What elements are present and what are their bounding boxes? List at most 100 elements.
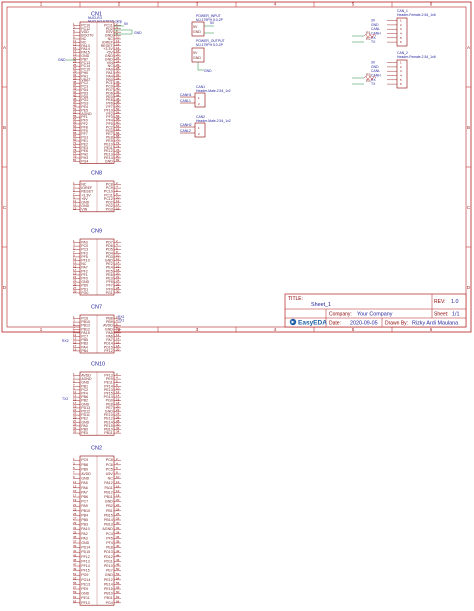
cn1-pin-right: IOREF <box>102 40 114 44</box>
cn1-pin-left: PC2 <box>81 81 88 85</box>
cn1-pin-right: PF2 <box>106 112 113 116</box>
cn2-pin-number: 39 <box>73 544 77 548</box>
cn1-pin-number: 55 <box>73 114 77 118</box>
cn8-pin-left: RESET <box>81 190 94 194</box>
can1-r1-label: R1 <box>366 31 371 35</box>
cn9-pin-number: 13 <box>73 261 77 265</box>
cn1-pin-left: NC <box>81 37 87 41</box>
cn1-pin-number: 21 <box>73 56 77 60</box>
cn9-pin-left: PD1 <box>81 287 88 291</box>
can2_mod-pin-label: 3V <box>371 61 376 65</box>
cn1-pin-right: PA4 <box>106 74 113 78</box>
cn2-pin-number: 6 <box>116 466 118 470</box>
cn9-pin-number: 28 <box>116 286 120 290</box>
cn2-pin-right: PC5 <box>106 467 113 471</box>
cn8-pin-number: 5 <box>73 188 75 192</box>
can1-module-part: Header-Female-2.54_1x6 <box>397 13 436 17</box>
cn9-ref: CN9 <box>91 229 102 235</box>
cn1-pin-number: 24 <box>116 59 120 63</box>
cn1-pin-left: PE4 <box>81 105 88 109</box>
cn1-pin-number: 44 <box>116 93 120 97</box>
can2_mod-pin-number: 5 <box>400 78 402 82</box>
can2_mod-pin-number: 3 <box>400 69 402 73</box>
can2-header-canh: CANH2 <box>180 123 192 127</box>
can1_mod-pin-number: 1 <box>400 19 402 23</box>
power-output-net: GND <box>204 69 212 73</box>
cn1-pin-number: 68 <box>116 134 120 138</box>
cn2-pin-right: PE12 <box>104 578 113 582</box>
cn7-pin-right: PB8 <box>106 317 113 321</box>
cn9-pin-number: 2 <box>116 239 118 243</box>
cn9-pin-left: PF10 <box>81 259 90 263</box>
cn2-pin-number: 7 <box>73 471 75 475</box>
cn1-pin-left: PE1 <box>81 139 88 143</box>
cn2-pin-number: 3 <box>73 461 75 465</box>
can2-module-part: Header-Female-2.54_1x6 <box>397 55 436 59</box>
cn10-pin-right: PF14 <box>104 384 113 388</box>
cn10-pin-right: PE13 <box>104 388 113 392</box>
cn1-pin-right: GND <box>105 34 113 38</box>
cn1-pin-left: PA14 <box>81 47 90 51</box>
cn1-pin-number: 23 <box>73 59 77 63</box>
cn2-pin-number: 43 <box>73 553 77 557</box>
cn9-pin-right: PE5 <box>106 269 113 273</box>
cn10-pin-left: PE0 <box>81 431 88 435</box>
cn10-pin-number: 27 <box>73 419 77 423</box>
cn2-pin-right: PE15 <box>104 587 113 591</box>
cn9-pin-right: PD5 <box>106 248 113 252</box>
cn2-pin-left: PB3 <box>81 523 88 527</box>
cn2-pin-number: 49 <box>73 567 77 571</box>
cn1-pin-number: 9 <box>73 36 75 40</box>
cn1-pin-number: 66 <box>116 131 120 135</box>
cn10-pin-number: 7 <box>73 383 75 387</box>
cn7-net-label: RX2 <box>62 339 69 343</box>
cn1-pin-number: 38 <box>116 83 120 87</box>
cn9-pin-number: 10 <box>116 254 120 258</box>
cn1-pin-left: PE5 <box>81 108 88 112</box>
can1_mod-pin-label: RX <box>371 36 376 40</box>
cn2-pin-right: NC <box>108 477 114 481</box>
cn1-pin-right: PD6 <box>106 91 113 95</box>
cn1-pin-number: 57 <box>73 117 77 121</box>
cn10-pin-left: GND <box>81 420 89 424</box>
can2-header-title: CAN2 <box>196 115 205 119</box>
cn1-pin-number: 17 <box>73 49 77 53</box>
cn2-pin-left: PB4 <box>81 513 88 517</box>
cn9-pin-number: 23 <box>73 279 77 283</box>
can1_mod-pin-number: 4 <box>400 32 402 36</box>
cn2-pin-number: 56 <box>116 581 120 585</box>
cn10-pin-right: PF15 <box>104 392 113 396</box>
cn9-pin-number: 6 <box>116 246 118 250</box>
sheet-title: Sheet_1 <box>311 302 331 308</box>
cn1-pin-left: BOOT0 <box>81 34 93 38</box>
cn2-pin-right: PD12 <box>104 555 113 559</box>
cn10-pin-number: 25 <box>73 415 77 419</box>
cn2-pin-number: 11 <box>73 480 76 484</box>
cn2-pin-left: PD15 <box>81 550 90 554</box>
cn1-pin-number: 76 <box>116 148 120 152</box>
cn9-pin-right: PE2 <box>106 262 113 266</box>
cn1-pin-left: PG1 <box>81 136 88 140</box>
cn1-pin-number: 19 <box>73 53 77 57</box>
can1_mod-pin-label: TX <box>371 40 376 44</box>
can1_mod-pin-label: CANH <box>371 32 381 36</box>
cn1-pin-number: 46 <box>116 97 120 101</box>
can1-header-canh: CANH1 <box>180 93 192 97</box>
power-output-part: MJ-179PH 5.0-2P <box>196 43 224 47</box>
cn2-ref: CN2 <box>91 446 102 452</box>
cn7-pin-number: 14 <box>116 337 120 341</box>
grid-col-label: 5 <box>352 327 355 332</box>
cn1-pin-left: PG3 <box>81 102 88 106</box>
sheet-frame <box>1 1 472 333</box>
can1-r2-label: R2 <box>366 37 371 41</box>
cn1-pin-number: 41 <box>73 90 77 94</box>
cn1-pin-number: 54 <box>116 110 120 114</box>
cn2-pin-left: PA2 <box>81 532 88 536</box>
cn7-pin-right: GND <box>105 327 113 331</box>
cn2-pin-left: PE11 <box>81 596 90 600</box>
company-value: Your Company <box>357 312 393 318</box>
cn1-pin-number: 42 <box>116 90 120 94</box>
cn2-pin-left: PE13 <box>81 582 90 586</box>
cn9-pin-right: PF7 <box>106 284 113 288</box>
cn1-pin-left: PH3 <box>81 156 88 160</box>
